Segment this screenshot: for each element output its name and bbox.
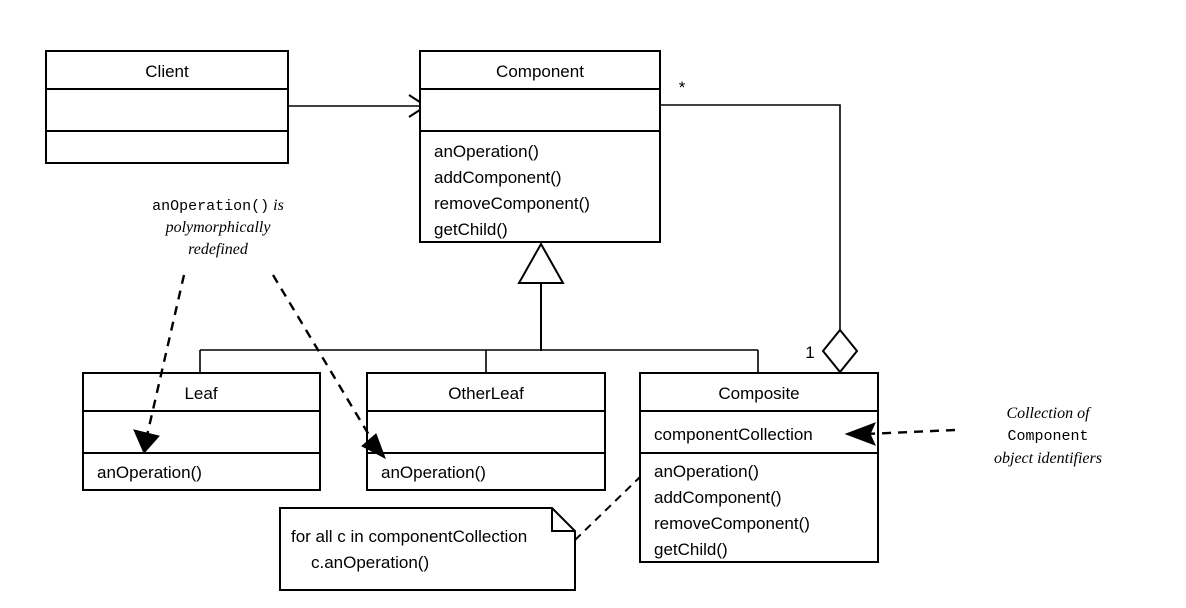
- class-box-leaf[interactable]: Leaf anOperation(): [82, 372, 321, 491]
- note-line-2: c.anOperation(): [311, 553, 429, 572]
- composite-box-outline: [639, 372, 879, 563]
- class-box-component[interactable]: Component anOperation() addComponent() r…: [419, 50, 661, 243]
- annotation-collection: Collection of Component object identifie…: [994, 405, 1102, 467]
- note-line-1: for all c in componentCollection: [291, 527, 527, 546]
- composite-class-name: Composite: [718, 384, 799, 403]
- component-box-outline: [419, 50, 661, 243]
- multiplicity-component-end: *: [679, 78, 686, 97]
- client-class-name: Client: [145, 62, 189, 81]
- annotation-polymorphic-line-1: anOperation() is: [152, 197, 284, 215]
- aggregation-component-composite: [660, 104, 859, 374]
- component-operation-3: getChild(): [434, 220, 508, 239]
- annotation-arrow-to-otherleaf: [271, 274, 386, 460]
- uml-note[interactable]: for all c in componentCollection c.anOpe…: [279, 507, 576, 591]
- annotation-polymorphic: anOperation() is polymorphically redefin…: [152, 197, 284, 258]
- otherleaf-operation-0: anOperation(): [381, 463, 486, 482]
- annotation-polymorphic-line-2: polymorphically: [165, 219, 272, 236]
- note-anchor-line: [574, 476, 641, 541]
- hollow-triangle-icon: [517, 241, 565, 284]
- hollow-diamond-icon: [821, 328, 859, 374]
- composite-operation-0: anOperation(): [654, 462, 759, 481]
- annotation-polymorphic-tail: is: [269, 197, 284, 214]
- leaf-operation-0: anOperation(): [97, 463, 202, 482]
- class-box-otherleaf[interactable]: OtherLeaf anOperation(): [366, 372, 606, 491]
- class-box-client[interactable]: Client: [45, 50, 289, 164]
- composite-operation-3: getChild(): [654, 540, 728, 559]
- note-box-outline: [279, 507, 576, 591]
- annotation-polymorphic-code: anOperation(): [152, 198, 269, 215]
- multiplicity-composite-end: 1: [805, 343, 814, 362]
- annotation-collection-line-1: Collection of: [1006, 405, 1092, 422]
- solid-arrowhead-icon: [133, 429, 160, 454]
- annotation-polymorphic-line-3: redefined: [188, 241, 249, 258]
- composite-operation-2: removeComponent(): [654, 514, 810, 533]
- composite-attribute-0: componentCollection: [654, 425, 813, 444]
- class-box-composite[interactable]: Composite componentCollection anOperatio…: [639, 372, 879, 563]
- otherleaf-box-outline: [366, 372, 606, 491]
- annotation-collection-line-3: object identifiers: [994, 450, 1102, 467]
- note-folded-corner-icon: [551, 508, 575, 532]
- annotation-arrow-to-componentcollection: [844, 422, 956, 446]
- leaf-box-outline: [82, 372, 321, 491]
- annotation-collection-code: Component: [1007, 428, 1088, 445]
- otherleaf-class-name: OtherLeaf: [448, 384, 524, 403]
- solid-arrowhead-icon: [844, 422, 876, 446]
- component-class-name: Component: [496, 62, 584, 81]
- annotation-arrow-otherleaf-line: [271, 274, 377, 446]
- component-operation-0: anOperation(): [434, 142, 539, 161]
- aggregation-line: [660, 104, 841, 330]
- annotation-arrow-to-leaf: [133, 274, 186, 454]
- annotation-arrow-leaf-line: [144, 274, 186, 441]
- leaf-class-name: Leaf: [184, 384, 217, 403]
- composite-operation-1: addComponent(): [654, 488, 782, 507]
- client-box-outline: [45, 50, 289, 164]
- solid-arrowhead-icon: [361, 433, 386, 460]
- component-operation-1: addComponent(): [434, 168, 562, 187]
- component-operation-2: removeComponent(): [434, 194, 590, 213]
- annotation-arrow-collection-line: [865, 428, 956, 436]
- association-client-component: [288, 94, 428, 118]
- generalization-tree: [199, 241, 759, 373]
